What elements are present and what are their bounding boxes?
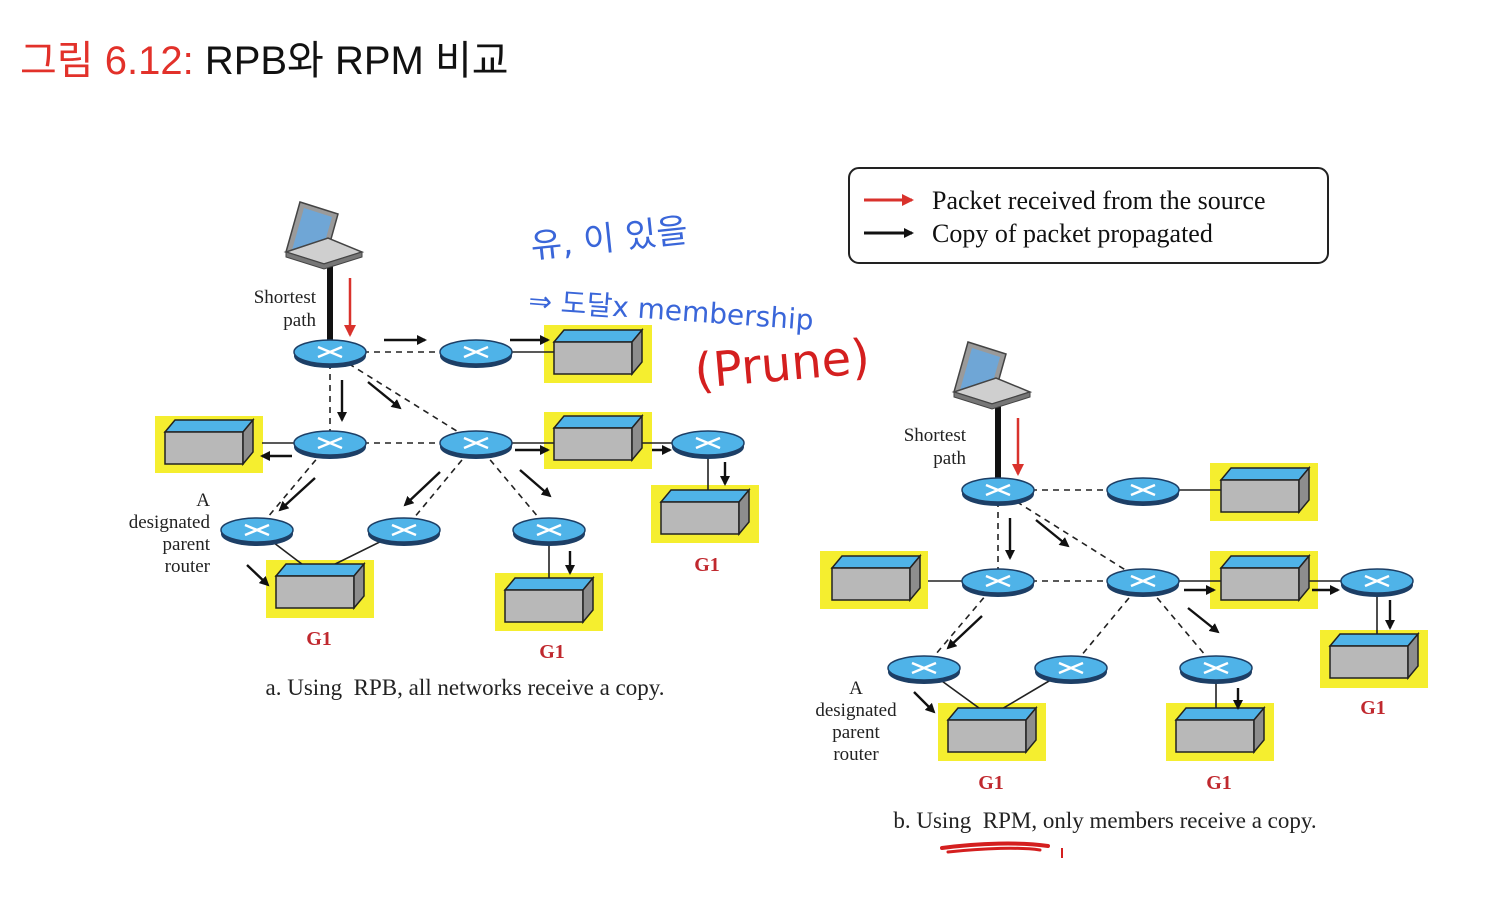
parent-label-b1: A	[849, 678, 863, 699]
handwritten-note-line1: 유, 이 있을	[529, 211, 690, 267]
network-a6	[504, 577, 594, 623]
legend-red-entry: Packet received from the source	[932, 186, 1266, 215]
router-b-mid	[1105, 567, 1181, 599]
g1-label-b3: G1	[1206, 772, 1232, 794]
network-a2	[164, 419, 254, 465]
g1-label-b2: G1	[978, 772, 1004, 794]
router-a-mid-left	[292, 429, 368, 461]
shortest-path-label-b1: Shortest	[904, 425, 967, 446]
router-b-right	[1339, 567, 1415, 599]
panel-a: Shortest path A designated parent router…	[129, 201, 759, 700]
network-a3	[553, 415, 643, 461]
shortest-path-label-b2: path	[933, 448, 966, 469]
router-a-top	[438, 338, 514, 370]
parent-label-a1: A	[196, 490, 210, 511]
parent-label-b3: parent	[832, 722, 880, 743]
shortest-path-label-a1: Shortest	[254, 287, 317, 308]
shortest-path-label-a2: path	[283, 310, 316, 331]
router-b-parent	[886, 654, 962, 686]
network-b6	[1175, 707, 1265, 753]
router-b-root	[960, 476, 1036, 508]
network-a1	[553, 329, 643, 375]
figure-title: RPB와 RPM 비교	[204, 39, 509, 83]
page-title: 그림 6.12: RPB와 RPM 비교	[20, 28, 509, 86]
parent-label-b2: designated	[815, 700, 897, 721]
router-b-low-right	[1178, 654, 1254, 686]
figure-number: 그림 6.12:	[20, 39, 194, 83]
router-b-low	[1033, 654, 1109, 686]
network-a5	[275, 563, 365, 609]
parent-label-a2: designated	[129, 512, 211, 533]
parent-label-b4: router	[833, 744, 879, 765]
legend-black-entry: Copy of packet propagated	[932, 219, 1213, 248]
router-a-low	[366, 516, 442, 548]
router-a-low-right	[511, 516, 587, 548]
router-b-top	[1105, 476, 1181, 508]
network-b5	[947, 707, 1037, 753]
panel-b: Shortest path A designated parent router…	[815, 341, 1428, 858]
g1-label-a3: G1	[539, 641, 565, 663]
g1-label-a2: G1	[306, 628, 332, 650]
router-a-mid	[438, 429, 514, 461]
router-a-root	[292, 338, 368, 370]
g1-label-a1: G1	[694, 554, 720, 576]
network-b4	[1329, 633, 1419, 679]
caption-b: b. Using RPM, only members receive a cop…	[893, 808, 1316, 833]
handwritten-note-line3: (Prune)	[692, 329, 872, 400]
caption-a: a. Using RPB, all networks receive a cop…	[266, 675, 665, 700]
router-a-right	[670, 429, 746, 461]
network-b3	[1220, 555, 1310, 601]
router-a-parent	[219, 516, 295, 548]
g1-label-b1: G1	[1360, 697, 1386, 719]
network-b1	[1220, 467, 1310, 513]
legend: Packet received from the source Copy of …	[848, 167, 1329, 264]
network-b2	[831, 555, 921, 601]
parent-label-a3: parent	[163, 534, 211, 555]
network-a4	[660, 489, 750, 535]
parent-label-a4: router	[165, 556, 211, 577]
router-b-mid-left	[960, 567, 1036, 599]
